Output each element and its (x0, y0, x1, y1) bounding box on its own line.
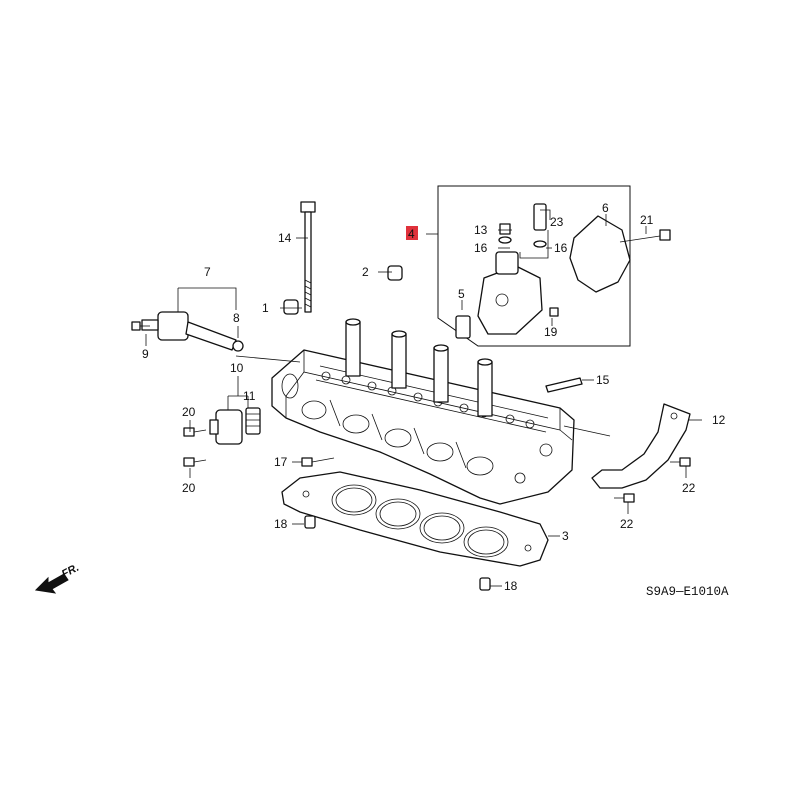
label-17: 17 (274, 455, 288, 469)
front-label: FR. (60, 562, 81, 581)
label-22a: 22 (682, 481, 696, 495)
sensor-10 (209, 409, 243, 445)
bolts-20 (183, 427, 207, 467)
label-16a: 16 (474, 241, 488, 255)
label-5: 5 (458, 287, 465, 301)
rocker-shaft-assembly (141, 311, 244, 352)
label-12: 12 (712, 413, 726, 427)
label-2: 2 (362, 265, 369, 279)
bolt-15 (545, 377, 583, 393)
bolt-17 (301, 457, 335, 467)
cap-1 (283, 299, 299, 315)
spool-valve-assembly-box (437, 185, 631, 347)
label-9: 9 (142, 347, 149, 361)
label-18a: 18 (274, 517, 288, 531)
label-4: 4 (408, 227, 415, 241)
label-1: 1 (262, 301, 269, 315)
label-10: 10 (230, 361, 244, 375)
label-22b: 22 (620, 517, 634, 531)
label-4-highlight (406, 226, 418, 240)
label-19: 19 (544, 325, 558, 339)
leader-lines (145, 209, 702, 587)
label-8: 8 (233, 311, 240, 325)
label-14: 14 (278, 231, 292, 245)
label-20b: 20 (182, 481, 196, 495)
front-arrow-icon (34, 573, 69, 594)
head-gasket (281, 471, 549, 567)
dowel-pins (304, 515, 491, 591)
label-3: 3 (562, 529, 569, 543)
bolt-21 (619, 229, 671, 243)
label-15: 15 (596, 373, 610, 387)
bolt-9 (131, 321, 150, 331)
label-18b: 18 (504, 579, 518, 593)
bolts-22 (614, 457, 691, 503)
label-20a: 20 (182, 405, 196, 419)
label-21: 21 (640, 213, 654, 227)
label-16b: 16 (554, 241, 568, 255)
label-11: 11 (243, 389, 256, 403)
cap-2 (387, 265, 403, 281)
bracket-12 (591, 403, 691, 489)
label-13: 13 (474, 223, 488, 237)
diagram-code: S9A9—E1010A (646, 585, 729, 599)
spark-plug-tubes (345, 318, 493, 417)
spring-11 (245, 407, 261, 435)
label-23: 23 (550, 215, 564, 229)
callout-labels: 1 2 3 4 5 6 7 8 9 10 11 12 13 14 15 16 1… (142, 201, 726, 593)
head-bolt (300, 201, 316, 313)
label-6: 6 (602, 201, 609, 215)
label-7: 7 (204, 265, 211, 279)
front-direction-indicator: FR. (34, 562, 81, 594)
